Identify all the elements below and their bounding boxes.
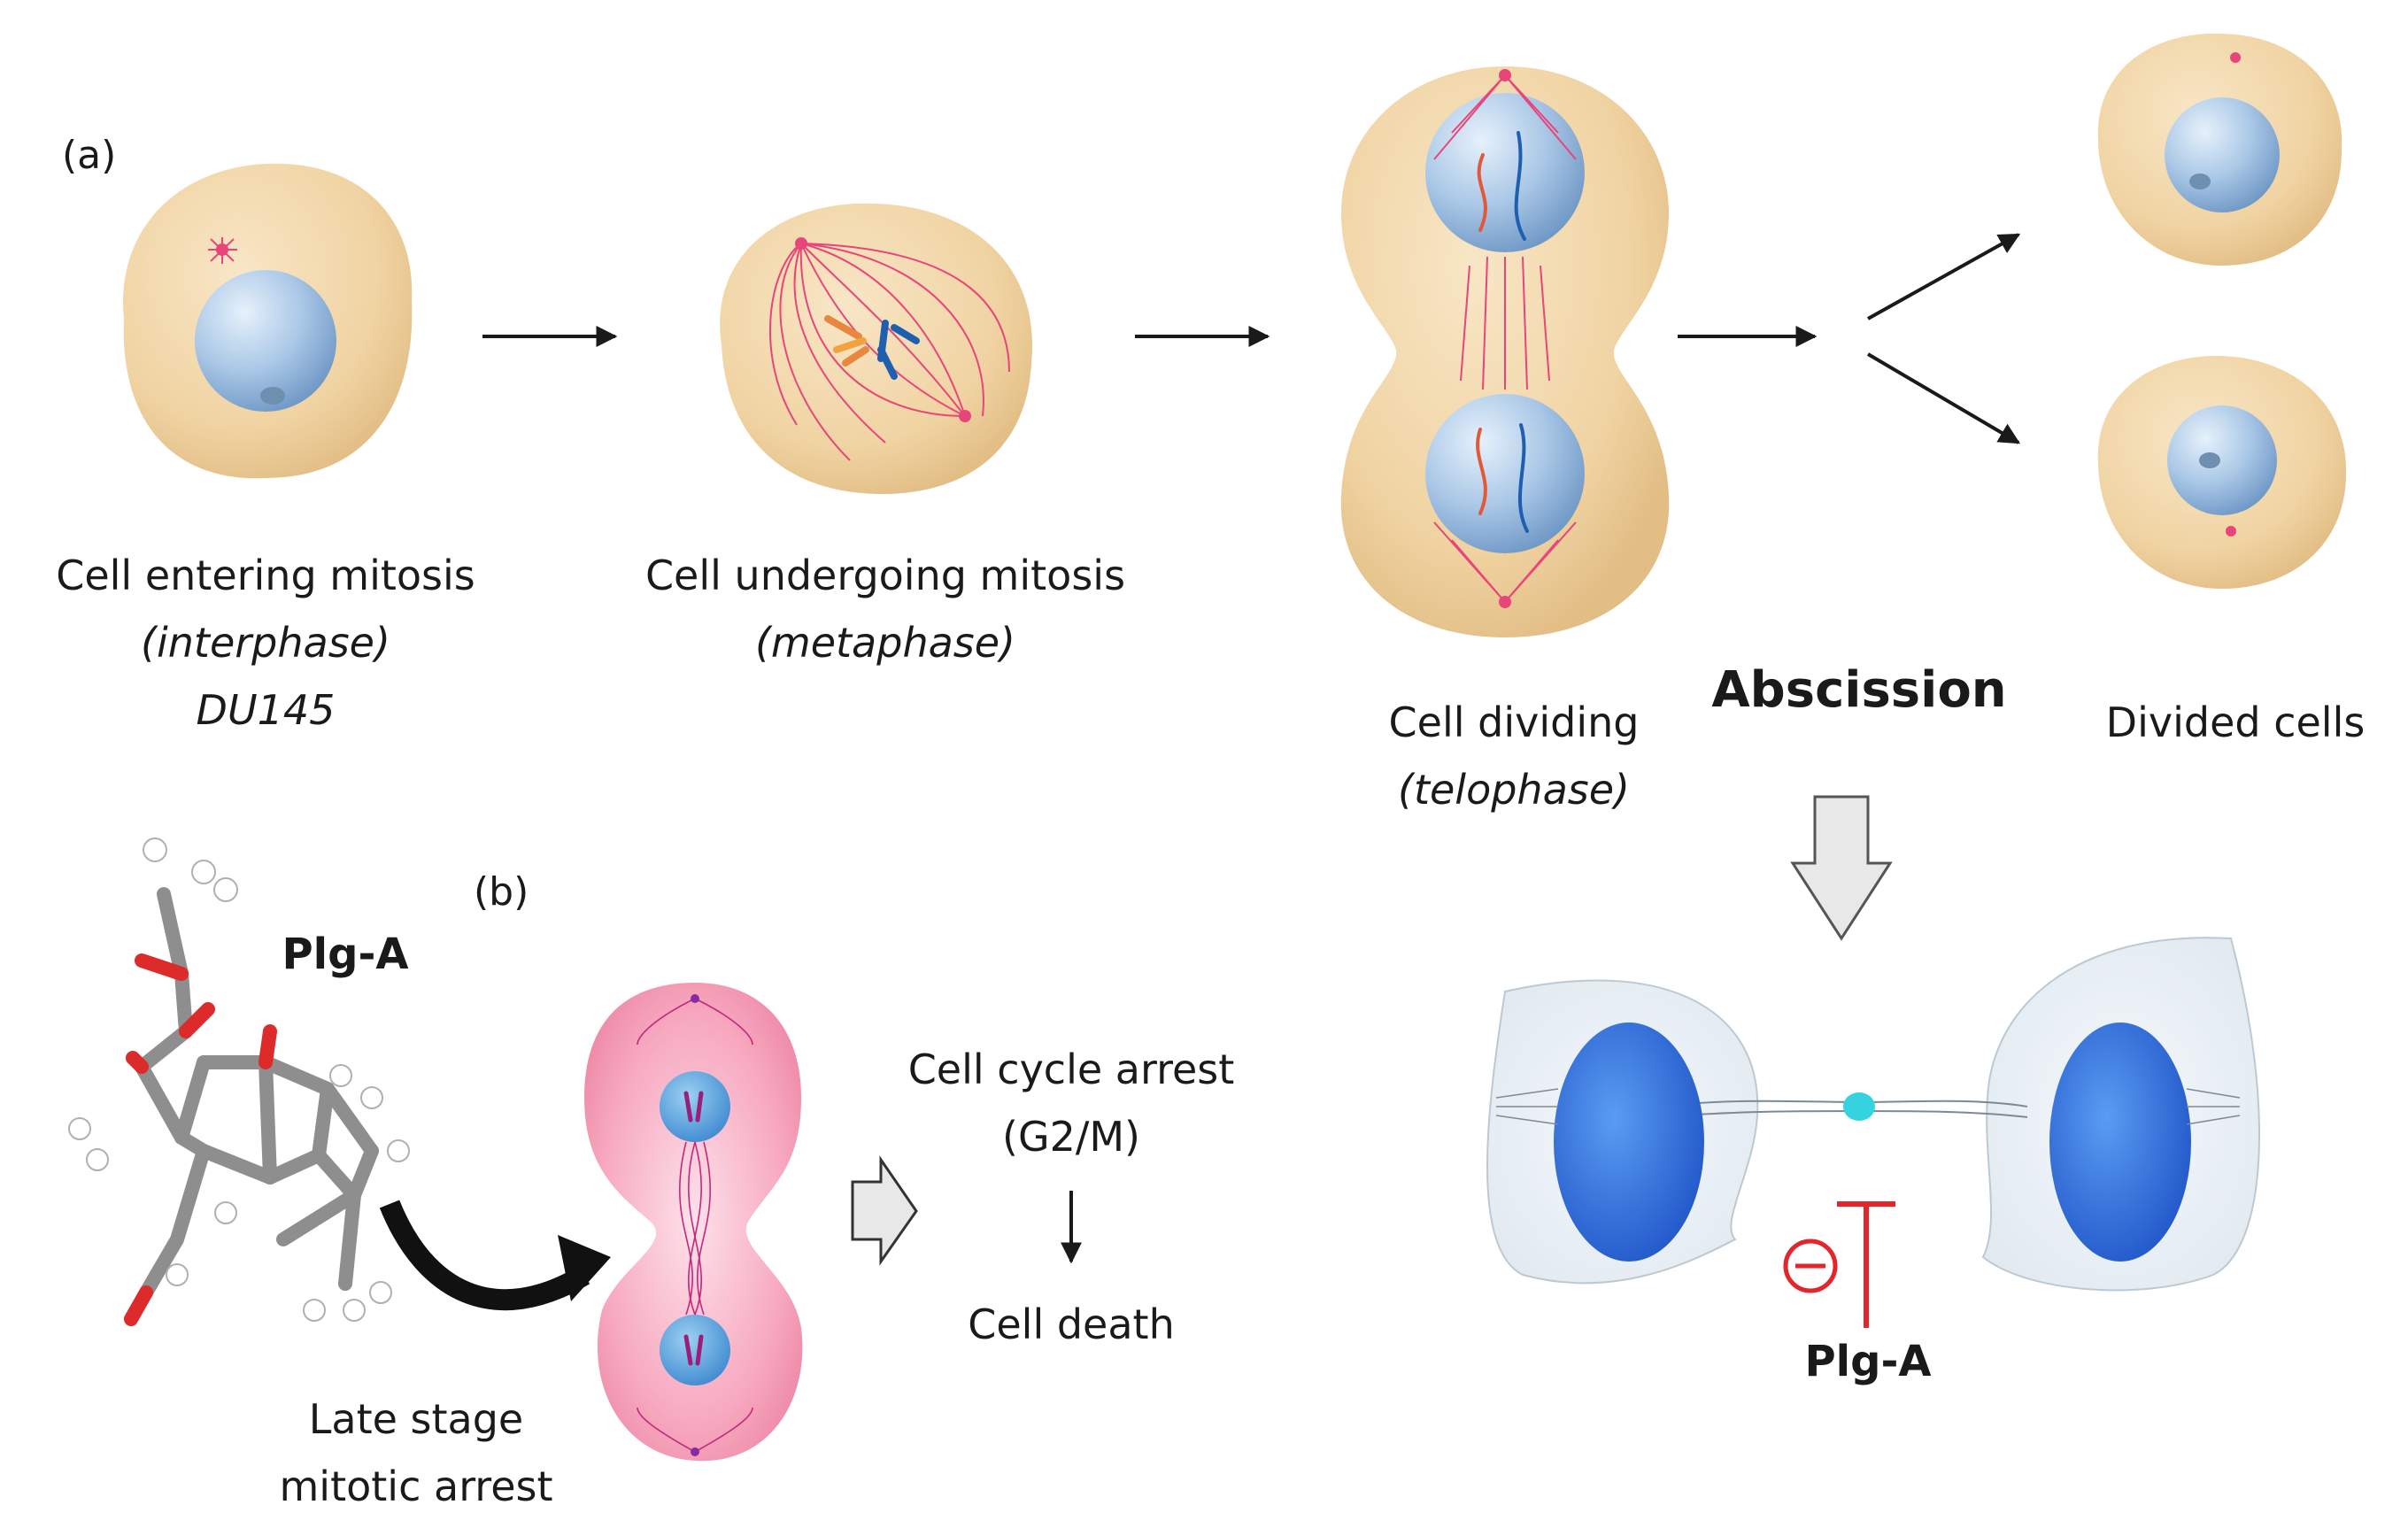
interphase-cell bbox=[123, 163, 413, 479]
arrest-label-line2: mitotic arrest bbox=[279, 1462, 553, 1510]
right-daughter-nucleus bbox=[2049, 1023, 2191, 1262]
divided-cell-top bbox=[2097, 33, 2342, 266]
telophase-nucleus-bottom bbox=[1425, 394, 1585, 553]
telophase-cell bbox=[1340, 66, 1670, 637]
arrow-split-up bbox=[1867, 233, 2021, 320]
divided-cell-bottom bbox=[2097, 355, 2347, 589]
abscission-label: Abscission bbox=[1711, 661, 2007, 719]
telophase-nucleus-top bbox=[1425, 93, 1585, 252]
metaphase-label: Cell undergoing mitosis (metaphase) bbox=[611, 542, 1160, 676]
interphase-nucleus bbox=[195, 270, 336, 412]
interphase-label-line1: Cell entering mitosis bbox=[56, 552, 475, 599]
minus-icon bbox=[1783, 1239, 1838, 1293]
abscission-down-arrow bbox=[1790, 795, 1893, 941]
arrest-outcome-arrow bbox=[851, 1155, 918, 1266]
inhibitor-label: Plg-A bbox=[1804, 1337, 1932, 1386]
plg-a-molecule bbox=[68, 837, 410, 1326]
telophase-label-line2: (telophase) bbox=[1398, 766, 1630, 814]
metaphase-chromosomes bbox=[824, 315, 920, 380]
arrest-label-line1: Late stage bbox=[308, 1395, 524, 1443]
interphase-centrosome bbox=[208, 237, 237, 264]
arrested-mitotic-cell bbox=[584, 983, 803, 1462]
interphase-label-line3: DU145 bbox=[196, 686, 336, 734]
outcome-label-line2: (G2/M) bbox=[1002, 1113, 1140, 1161]
panel-b-tag: (b) bbox=[474, 869, 529, 914]
cell-death-label: Cell death bbox=[968, 1300, 1175, 1348]
arrow-split-down bbox=[1866, 352, 2021, 444]
outcome-label-line1: Cell cycle arrest bbox=[907, 1046, 1235, 1093]
metaphase-cell bbox=[720, 203, 1033, 495]
outcome-label: Cell cycle arrest (G2/M) bbox=[876, 1036, 1266, 1170]
inhibition-symbol bbox=[1783, 1201, 1895, 1328]
curved-arrow bbox=[379, 1200, 590, 1311]
interphase-label: Cell entering mitosis (interphase) DU145 bbox=[18, 542, 513, 744]
compound-label: Plg-A bbox=[282, 930, 409, 979]
abscission-cells bbox=[1486, 937, 2261, 1292]
metaphase-label-line1: Cell undergoing mitosis bbox=[644, 552, 1126, 599]
telophase-spindle bbox=[1433, 74, 1577, 603]
telophase-label-line1: Cell dividing bbox=[1388, 698, 1640, 746]
metaphase-spindle bbox=[768, 243, 1010, 461]
metaphase-label-line2: (metaphase) bbox=[754, 619, 1016, 667]
left-daughter-nucleus bbox=[1554, 1023, 1704, 1262]
divided-cells-label: Divided cells bbox=[2105, 698, 2366, 746]
telophase-label: Cell dividing (telophase) bbox=[1346, 689, 1682, 823]
arrest-label: Late stage mitotic arrest bbox=[230, 1385, 602, 1520]
interphase-label-line2: (interphase) bbox=[141, 619, 390, 667]
panel-a-tag: (a) bbox=[62, 133, 117, 178]
midbody bbox=[1843, 1092, 1875, 1121]
